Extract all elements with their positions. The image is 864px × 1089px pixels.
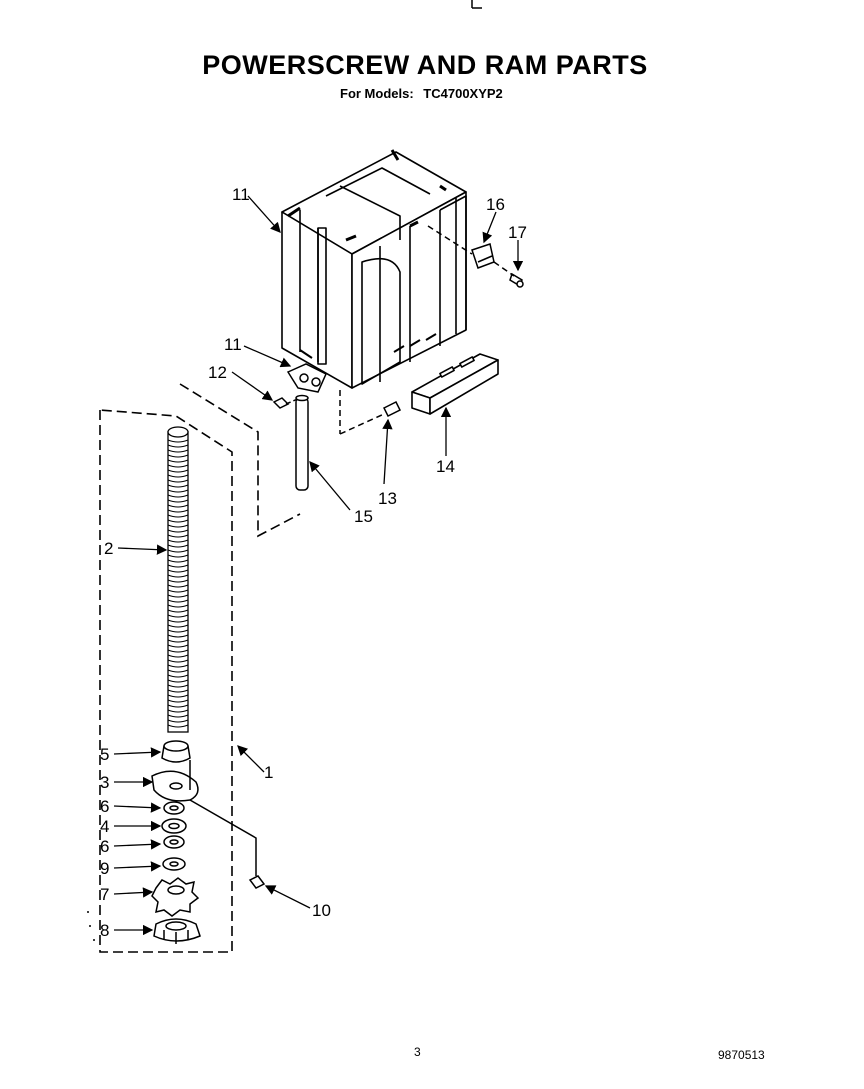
thread-line [167,724,189,728]
thread-line [167,504,189,508]
callout-11: 11 [232,185,250,204]
thread-line [167,569,189,573]
thread-line [167,619,189,623]
thread-line [167,589,189,593]
thread-line [167,474,189,478]
thread-line [167,454,189,458]
thread-line [167,594,189,598]
callout-10: 10 [312,901,331,920]
lower-hardware [151,740,266,944]
thread-line [167,469,189,473]
thread-line [167,509,189,513]
thread-line [167,574,189,578]
thread-line [167,534,189,538]
thread-line [167,699,189,703]
callout-7: 7 [100,885,110,904]
ram-frame [281,149,467,389]
leader-lines [113,195,524,936]
thread-line [167,529,189,533]
callout-17: 16 [486,195,505,214]
models-value: TC4700XYP2 [423,86,503,101]
thread-line [167,499,189,503]
thread-line [167,444,189,448]
thread-line [167,689,189,693]
thread-lines [167,439,189,728]
callout-14: 13 [378,489,397,508]
thread-line [167,489,189,493]
top-mark [471,0,482,9]
thread-line [167,459,189,463]
guide-rod [295,394,309,491]
thread-line [167,639,189,643]
callout-6-upper: 6 [100,797,110,816]
thread-line [167,579,189,583]
thread-line [167,664,189,668]
thread-line [167,449,189,453]
powerscrew [167,426,189,733]
callout-5: 5 [100,745,110,764]
thread-line [167,609,189,613]
callout-9: 9 [100,859,110,878]
models-prefix: For Models: [340,86,414,101]
document-number: 9870513 [718,1048,765,1062]
thread-line [167,464,189,468]
callout-16: 15 [354,507,373,526]
thread-line [167,564,189,568]
thread-line [167,654,189,658]
thread-line [167,634,189,638]
callout-13: 12 [208,363,227,382]
callout-6-lower: 6 [100,837,110,856]
thread-line [167,484,189,488]
thread-line [167,649,189,653]
thread-line [167,684,189,688]
callout-2: 2 [104,539,114,558]
callout-15: 14 [436,457,455,476]
callout-4: 4 [100,817,110,836]
thread-line [167,524,189,528]
thread-line [167,544,189,548]
thread-line [167,629,189,633]
thread-line [167,614,189,618]
callout-18: 17 [508,223,527,242]
block-and-screw [272,363,327,409]
thread-line [167,659,189,663]
assembly-outline [99,383,301,953]
callout-1: 1 [264,763,274,782]
thread-line [167,599,189,603]
thread-line [167,709,189,713]
thread-line [167,674,189,678]
thread-line [167,439,189,443]
bolt [339,390,402,435]
callout-8: 8 [100,921,110,940]
callout-12: 11 [224,335,242,354]
thread-line [167,554,189,558]
thread-line [167,479,189,483]
callout-3: 3 [100,773,110,792]
thread-line [167,719,189,723]
page-title: POWERSCREW AND RAM PARTS [202,50,648,80]
thread-line [167,549,189,553]
thread-line [167,494,189,498]
page-number: 3 [414,1045,421,1059]
thread-line [167,604,189,608]
thread-line [167,704,189,708]
thread-line [167,714,189,718]
clip-and-screw [427,225,524,288]
bottom-bracket [411,353,499,415]
thread-line [167,644,189,648]
thread-line [167,694,189,698]
axis-dots [87,911,95,941]
thread-line [167,624,189,628]
thread-line [167,539,189,543]
thread-line [167,514,189,518]
thread-line [167,669,189,673]
models-line: For Models: TC4700XYP2 [340,86,503,101]
thread-line [167,584,189,588]
thread-line [167,679,189,683]
thread-line [167,519,189,523]
thread-line [167,559,189,563]
